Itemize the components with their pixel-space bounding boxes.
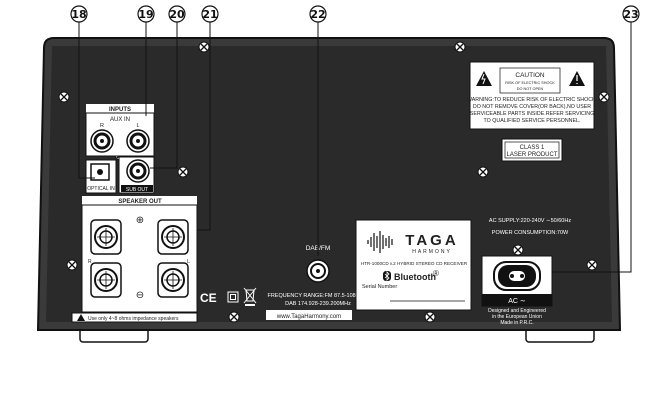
brand-name: TAGA	[405, 232, 458, 249]
sub-out-label-bar	[121, 185, 153, 192]
speaker-terminal-r-plus-icon[interactable]	[90, 219, 122, 255]
inputs-header-bar	[86, 104, 154, 113]
ac-label-bar	[482, 294, 552, 306]
laser-label	[501, 138, 563, 162]
caution-sub2: DO NOT OPEN	[517, 87, 544, 91]
frequency-range-line2: DAB 174.928-239.200MHz	[285, 301, 351, 307]
aux-in-label: AUX IN	[110, 117, 130, 123]
speaker-l-label: L	[187, 259, 190, 265]
callout-leaders	[78, 22, 632, 273]
website: www.TagaHarmony.com	[276, 314, 341, 320]
speaker-terminal-l-plus-icon[interactable]	[157, 219, 189, 255]
antenna-connector-icon[interactable]	[306, 259, 330, 283]
optical-in-port-icon[interactable]	[90, 163, 110, 181]
laser-line1: CLASS 1	[520, 145, 545, 151]
double-insulation-icon	[227, 291, 239, 303]
optical-in-label: OPTICAL IN	[87, 186, 115, 192]
caution-line-1: WARNING:TO REDUCE RISK OF ELECTRIC SHOCK…	[467, 97, 597, 103]
callout-bubble-20: 20	[168, 5, 186, 23]
callout-bubble-21: 21	[201, 5, 219, 23]
ce-mark: CE	[200, 291, 217, 305]
svg-text:21: 21	[202, 8, 217, 21]
callout-bubble-23: 23	[622, 5, 640, 23]
bluetooth-label: Bluetooth	[394, 272, 436, 282]
inputs-header: INPUTS	[109, 107, 131, 113]
svg-text:18: 18	[71, 8, 86, 21]
bluetooth-icon	[383, 271, 391, 281]
caution-line-4: TO QUALIFIED SERVICE PERSONNEL.	[484, 118, 581, 124]
designed-line2: in the European Union	[492, 314, 542, 320]
brand-label	[355, 219, 472, 311]
caution-sub1: RISK OF ELECTRIC SHOCK	[505, 81, 555, 85]
exclamation-warning-icon	[569, 71, 585, 86]
aux-r-label: R	[100, 123, 104, 129]
aux-l-label: L	[136, 123, 139, 129]
sub-out-label: SUB OUT	[126, 187, 148, 193]
weee-bin-icon	[243, 287, 257, 306]
taga-waveform-logo-icon	[367, 231, 393, 253]
svg-text:20: 20	[169, 8, 185, 21]
speaker-terminal-l-minus-icon[interactable]	[157, 262, 189, 298]
brand-sub: HARMONY	[412, 249, 452, 255]
lightning-warning-icon	[476, 71, 492, 86]
svg-text:22: 22	[310, 8, 325, 21]
caution-line-3: SERVICEABLE PARTS INSIDE.REFER SERVICING	[470, 111, 594, 117]
caution-title-box	[499, 67, 561, 94]
designed-line1: Designed and Engineered	[488, 308, 546, 314]
speaker-plus-icon: ⊕	[136, 215, 144, 226]
speaker-r-label: R	[88, 259, 92, 265]
impedance-note-box	[71, 312, 198, 323]
caution-title: CAUTION	[515, 72, 545, 79]
frequency-range-line1: FREQUENCY RANGE:FM 87.5-108 MHz	[267, 293, 368, 299]
svg-text:23: 23	[623, 8, 638, 21]
ac-supply: AC SUPPLY:220-240V ∼50/60Hz	[489, 218, 571, 224]
laser-line2: LASER PRODUCT	[506, 152, 557, 158]
callout-bubble-18: 18	[70, 5, 88, 23]
callout-bubble-19: 19	[137, 5, 155, 23]
speaker-out-header-bar	[82, 196, 197, 205]
callout-bubble-22: 22	[309, 5, 327, 23]
website-box	[266, 310, 352, 320]
caution-line-2: DO NOT REMOVE COVER(OR BACK),NO USER	[473, 104, 591, 110]
speaker-minus-icon: ⊖	[136, 290, 144, 301]
impedance-note: Use only 4~8 ohms impedance speakers	[88, 316, 179, 322]
ac-label: AC ∼	[508, 298, 526, 305]
ac-power-socket-icon[interactable]	[493, 261, 541, 291]
serial-number-label: Serial Number	[362, 284, 397, 290]
speaker-terminal-r-minus-icon[interactable]	[90, 262, 122, 298]
power-consumption: POWER CONSUMPTION:70W	[492, 230, 569, 236]
aux-r-jack-icon[interactable]	[90, 129, 114, 153]
svg-text:19: 19	[138, 8, 153, 21]
speaker-out-header: SPEAKER OUT	[118, 199, 162, 205]
aux-l-jack-icon[interactable]	[126, 129, 150, 153]
designed-line3: Made in P.R.C.	[500, 320, 533, 326]
model-line: HTR-1000CD v.2 HYBRID STEREO CD RECEIVER	[361, 261, 468, 266]
warning-triangle-icon	[77, 314, 85, 321]
sub-out-jack-icon[interactable]	[126, 159, 150, 183]
bluetooth-registered: ®	[433, 269, 439, 278]
